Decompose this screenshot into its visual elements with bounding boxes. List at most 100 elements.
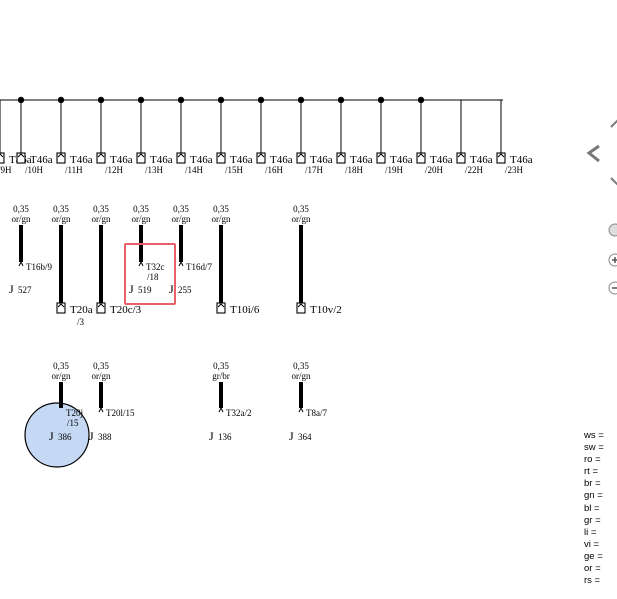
legend-item: br =: [584, 478, 601, 490]
drop-16H-pin-label: /16H: [265, 165, 284, 175]
drop-11H-conn-label: T46a: [70, 154, 93, 166]
drop-15H-conn-label: T46a: [230, 154, 253, 166]
legend-item: vi =: [584, 538, 600, 550]
drop-9H-connector-icon: [0, 152, 5, 164]
drop-14H-connector-icon: [176, 152, 186, 164]
drop-20H-conn-label: T46a: [430, 154, 453, 166]
drop-11H-connector-icon: [56, 152, 66, 164]
drop-15H-gauge: 0,35: [213, 204, 229, 214]
drop-12H-mid-label: T20c/3: [110, 304, 142, 316]
pan-control[interactable]: [585, 118, 617, 190]
pan-down-icon[interactable]: [610, 177, 617, 186]
drop-14H-pin-label: /14H: [185, 165, 204, 175]
drop-13H-end-pin: /18: [147, 272, 159, 282]
drop-11H-gauge2: 0,35: [53, 361, 69, 371]
drop-15H-ground-letter: J: [209, 429, 214, 443]
drop-17H-conn-label: T46a: [310, 154, 333, 166]
drop-15H-pin-label: /15H: [225, 165, 244, 175]
legend-item: sw =: [584, 442, 604, 454]
legend-item: ro =: [584, 454, 601, 466]
drop-18H-conn-label: T46a: [350, 154, 373, 166]
drop-16H-connector-icon: [256, 152, 266, 164]
drop-13H-ground-letter: J: [129, 282, 134, 296]
drop-14H-end-label: T16d/7: [186, 262, 212, 272]
legend-item: gn =: [584, 490, 603, 502]
drop-15H-color2: gr/br: [212, 371, 230, 381]
drop-15H-end-label: T32a/2: [226, 408, 252, 418]
drop-12H-end-label: T20l/15: [106, 408, 135, 418]
drop-16H-conn-label: T46a: [270, 154, 293, 166]
legend-item: rt =: [584, 466, 598, 478]
drop-12H-ground-num: 388: [98, 432, 112, 442]
zoom-controls[interactable]: [604, 220, 617, 300]
drop-18H-connector-icon-mark: [337, 153, 345, 158]
drop-23H-pin-label: /23H: [505, 165, 524, 175]
drop-14H-ground-num: 255: [178, 285, 192, 295]
drop-22H-connector-icon-mark: [457, 153, 465, 158]
drop-18H-connector-icon: [336, 152, 346, 164]
drop-10H-pin-label: /10H: [25, 165, 44, 175]
drop-14H-gauge: 0,35: [173, 204, 189, 214]
drop-13H-ground-num: 519: [138, 285, 152, 295]
drop-12H-connector-icon: [96, 152, 106, 164]
drop-13H-gauge: 0,35: [133, 204, 149, 214]
drop-11H-connector-icon-mark: [57, 153, 65, 158]
drop-11H-ground-letter: J: [49, 429, 54, 443]
drop-20H-connector-icon: [416, 152, 426, 164]
legend-item: or =: [584, 563, 601, 575]
drop-19H-conn-label: T46a: [390, 154, 413, 166]
drop-17H-connector-icon: [296, 152, 306, 164]
drop-12H-end-mark: [98, 406, 104, 413]
drop-12H-color: or/gn: [92, 214, 111, 224]
drop-11H-ground-num: 386: [58, 432, 72, 442]
drop-17H-color: or/gn: [292, 214, 311, 224]
drop-16H-connector-icon-mark: [257, 153, 265, 158]
legend-item: rs =: [584, 575, 601, 587]
drop-11H-mid-connector-icon-mark: [57, 303, 65, 308]
drop-11H-mid-label: T20a: [70, 304, 93, 316]
drop-14H-color: or/gn: [172, 214, 191, 224]
drop-11H-color2: or/gn: [52, 371, 71, 381]
drop-17H-connector-icon-mark: [297, 153, 305, 158]
drop-13H-end-mark: [138, 260, 144, 267]
drop-11H-mid-pin: /3: [77, 317, 85, 327]
zoom-reset-icon[interactable]: [608, 223, 617, 237]
drop-23H-conn-label: T46a: [510, 154, 533, 166]
selection-highlight-box: [124, 243, 176, 305]
drop-9H-connector-icon-mark: [0, 153, 4, 158]
drop-20H-connector-icon-mark: [417, 153, 425, 158]
legend-item: ws =: [584, 430, 604, 441]
drop-18H-pin-label: /18H: [345, 165, 364, 175]
drop-17H-end-label: T8a/7: [306, 408, 327, 418]
drop-19H-connector-icon: [376, 152, 386, 164]
drop-17H-mid-connector-icon: [296, 302, 306, 314]
highlight-marker-circle: [24, 402, 90, 468]
drop-13H-conn-label: T46a: [150, 154, 173, 166]
drop-15H-mid-label: T10i/6: [230, 304, 260, 316]
drop-15H-color: or/gn: [212, 214, 231, 224]
drop-10H-end-label: T16b/9: [26, 262, 52, 272]
drop-11H-gauge: 0,35: [53, 204, 69, 214]
drop-12H-conn-label: T46a: [110, 154, 133, 166]
drop-17H-end-mark: [298, 406, 304, 413]
drop-10H-conn-label: T46a: [30, 154, 53, 166]
drop-17H-gauge: 0,35: [293, 204, 309, 214]
drop-14H-end-mark: [178, 260, 184, 267]
pan-up-icon[interactable]: [610, 119, 617, 128]
drop-14H-connector-icon-mark: [177, 153, 185, 158]
drop-15H-end-mark: [218, 406, 224, 413]
drop-15H-gauge2: 0,35: [213, 361, 229, 371]
drop-17H-pin-label: /17H: [305, 165, 324, 175]
drop-17H-mid-label: T10v/2: [310, 304, 342, 316]
drop-10H-end-mark: [18, 260, 24, 267]
drop-15H-connector-icon-mark: [217, 153, 225, 158]
drop-12H-ground-letter: J: [89, 429, 94, 443]
drop-13H-color: or/gn: [132, 214, 151, 224]
drop-17H-ground-letter: J: [289, 429, 294, 443]
drop-12H-mid-connector-icon: [96, 302, 106, 314]
drop-17H-mid-connector-icon-mark: [297, 303, 305, 308]
drop-12H-gauge2: 0,35: [93, 361, 109, 371]
drop-22H-connector-icon: [456, 152, 466, 164]
pan-left-icon[interactable]: [586, 144, 600, 163]
drop-22H-conn-label: T46a: [470, 154, 493, 166]
